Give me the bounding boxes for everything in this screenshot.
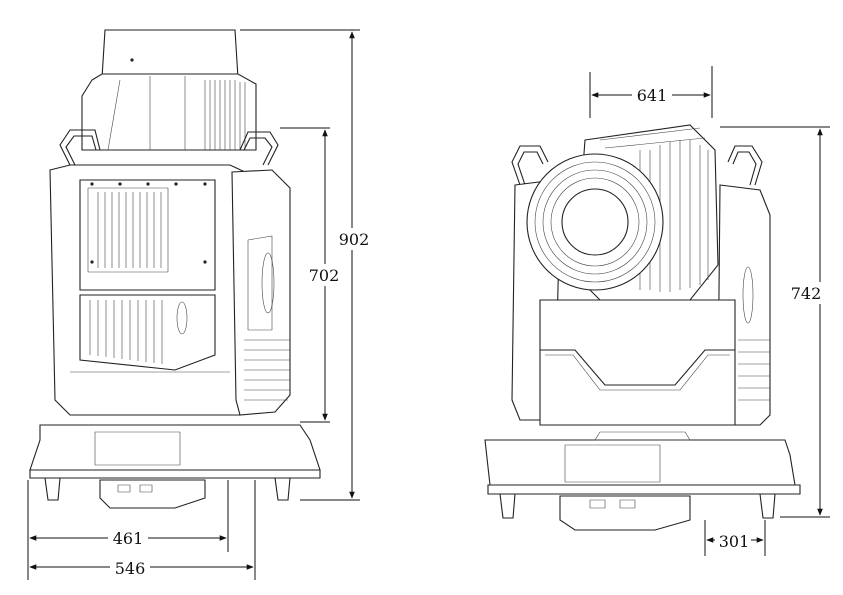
dim-label-546: 546 [115, 559, 146, 578]
label-bg-641 [632, 85, 672, 105]
label-bg-742 [786, 282, 828, 304]
label-bg-461 [108, 528, 148, 548]
label-bg-702 [304, 264, 346, 286]
dim-label-902: 902 [339, 230, 370, 249]
dim-label-702: 702 [309, 266, 340, 285]
dim-label-742: 742 [791, 284, 822, 303]
label-bg-301 [715, 531, 751, 551]
front-view-fixture [29, 29, 321, 509]
side-view-fixture [484, 124, 801, 531]
dim-label-301: 301 [719, 532, 750, 551]
dim-label-461: 461 [113, 529, 144, 548]
label-bg-546 [110, 558, 150, 578]
side-view-dimensions [589, 66, 830, 556]
label-bg-902 [334, 228, 374, 250]
dim-label-641: 641 [637, 86, 668, 105]
